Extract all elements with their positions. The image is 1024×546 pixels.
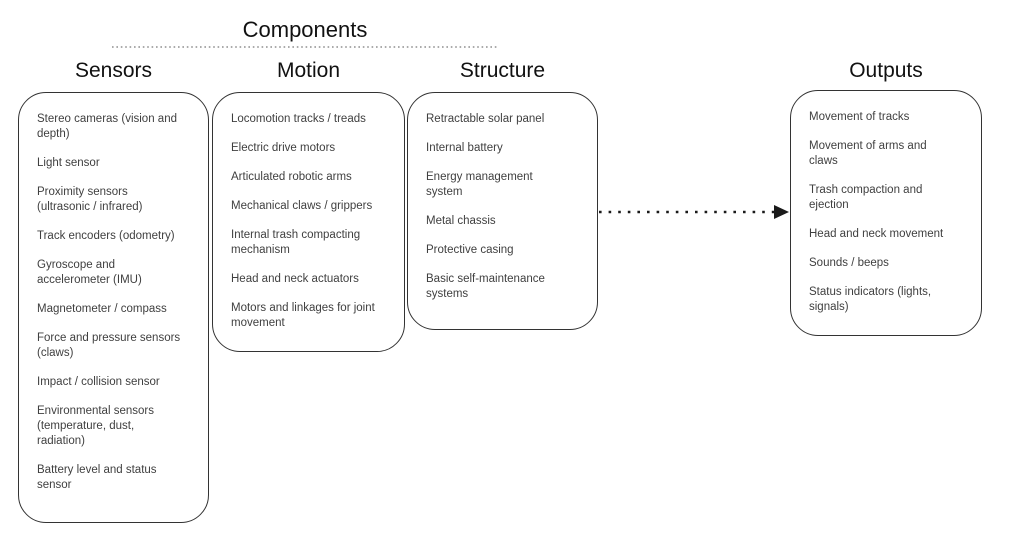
structure-list: Retractable solar panel Internal battery… [408,93,597,302]
list-item: Status indicators (lights, signals) [809,286,932,313]
sensors-box: Stereo cameras (vision and depth) Light … [18,92,209,523]
list-item: Trash compaction and ejection [809,184,923,211]
list-item: Stereo cameras (vision and depth) [37,113,177,140]
list-item: Magnetometer / compass [37,303,167,315]
list-item: Impact / collision sensor [37,376,160,388]
structure-box: Retractable solar panel Internal battery… [407,92,598,330]
motion-box: Locomotion tracks / treads Electric driv… [212,92,405,352]
list-item: Mechanical claws / grippers [231,200,373,212]
list-item: Electric drive motors [231,142,336,154]
list-item: Movement of arms and claws [809,140,927,167]
list-item: Sounds / beeps [809,257,889,269]
column-heading-sensors: Sensors [74,59,153,82]
column-heading-structure: Structure [459,59,546,82]
structure-to-outputs-arrow [599,205,789,219]
list-item: Head and neck actuators [231,273,359,285]
column-heading-outputs: Outputs [849,59,923,82]
list-item: Force and pressure sensors (claws) [37,332,181,359]
list-item: Head and neck movement [809,228,944,240]
motion-list: Locomotion tracks / treads Electric driv… [213,93,404,331]
list-item: Articulated robotic arms [231,171,352,183]
title-underline-dotted-line [112,46,498,48]
list-item: Protective casing [426,244,514,256]
list-item: Energy management system [426,171,533,198]
list-item: Locomotion tracks / treads [231,113,366,125]
outputs-box: Movement of tracks Movement of arms and … [790,90,982,336]
list-item: Motors and linkages for joint movement [231,302,375,329]
list-item: Proximity sensors (ultrasonic / infrared… [37,186,143,213]
sensors-list: Stereo cameras (vision and depth) Light … [19,93,208,493]
list-item: Metal chassis [426,215,496,227]
outputs-list: Movement of tracks Movement of arms and … [791,91,981,315]
list-item: Basic self-maintenance systems [426,273,545,300]
list-item: Movement of tracks [809,111,910,123]
column-heading-motion: Motion [276,59,341,82]
list-item: Gyroscope and accelerometer (IMU) [37,259,142,286]
list-item: Track encoders (odometry) [37,230,175,242]
list-item: Light sensor [37,157,100,169]
list-item: Internal trash compacting mechanism [231,229,361,256]
list-item: Battery level and status sensor [37,464,157,491]
list-item: Retractable solar panel [426,113,545,125]
diagram-title: Components [242,17,368,42]
list-item: Environmental sensors (temperature, dust… [37,405,154,447]
list-item: Internal battery [426,142,503,154]
